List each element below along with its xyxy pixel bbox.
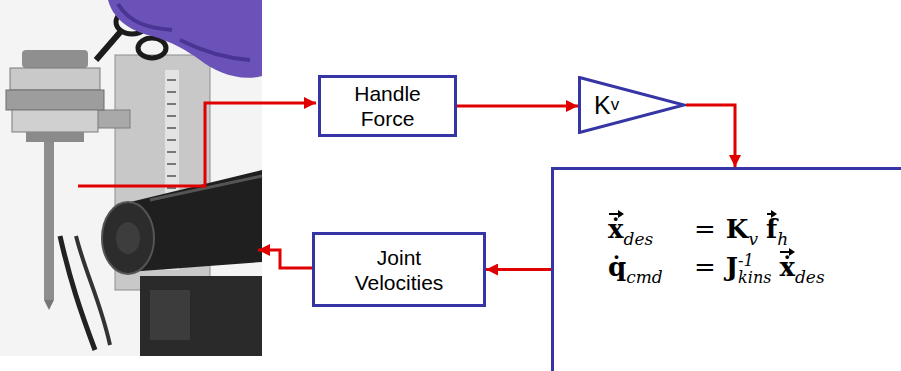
math-symbol: J — [726, 252, 738, 282]
box-label: Handle Force — [348, 81, 428, 131]
subscript: cmd — [626, 267, 663, 287]
math-symbol: K — [726, 214, 749, 244]
subscript: h — [777, 229, 788, 249]
process-box: Joint Velocities — [312, 232, 486, 307]
equals-sign: = — [694, 214, 716, 244]
subscript: kins — [738, 269, 771, 286]
gain-subscript: v — [611, 95, 620, 115]
math-term: ẋdes — [608, 210, 653, 258]
signal-arrow — [486, 268, 551, 271]
math-term: J-1kins — [726, 248, 772, 286]
math-symbol: ẋ — [779, 254, 795, 280]
equation-lhs: q̇cmd — [608, 248, 684, 296]
gain-symbol: K — [594, 91, 611, 120]
script-stack: -1kins — [738, 252, 771, 286]
equals-sign: = — [694, 252, 716, 282]
gain-label: Kv — [594, 76, 619, 134]
math-term: ẋdes — [779, 248, 824, 296]
box-label: Joint Velocities — [349, 245, 449, 295]
signal-arrow — [457, 105, 578, 108]
process-box: Handle Force — [318, 75, 457, 137]
math-term: q̇cmd — [608, 248, 663, 296]
robot-photo — [0, 0, 262, 356]
equation-line: ẋdes = Kvfh — [608, 210, 788, 258]
gain-triangle: Kv — [578, 76, 686, 134]
math-term: fh — [766, 210, 788, 258]
superscript: -1 — [738, 252, 771, 269]
subscript: v — [748, 229, 758, 249]
math-symbol: q̇ — [608, 252, 626, 282]
triangle-shape — [580, 78, 685, 133]
math-term: Kv — [726, 210, 758, 258]
subscript: des — [624, 229, 654, 249]
math-symbol: ẋ — [608, 216, 624, 242]
signal-arrow — [686, 105, 735, 167]
equation-lhs: ẋdes — [608, 210, 684, 258]
subscript: des — [795, 267, 825, 287]
command-line — [258, 250, 312, 268]
equation-line: q̇cmd=J-1kinsẋdes — [608, 248, 825, 296]
sensor-signal-line — [78, 103, 316, 186]
math-symbol: f — [766, 216, 777, 242]
equation-box: ẋdes=Kvfhq̇cmd=J-1kinsẋdes — [551, 167, 901, 371]
